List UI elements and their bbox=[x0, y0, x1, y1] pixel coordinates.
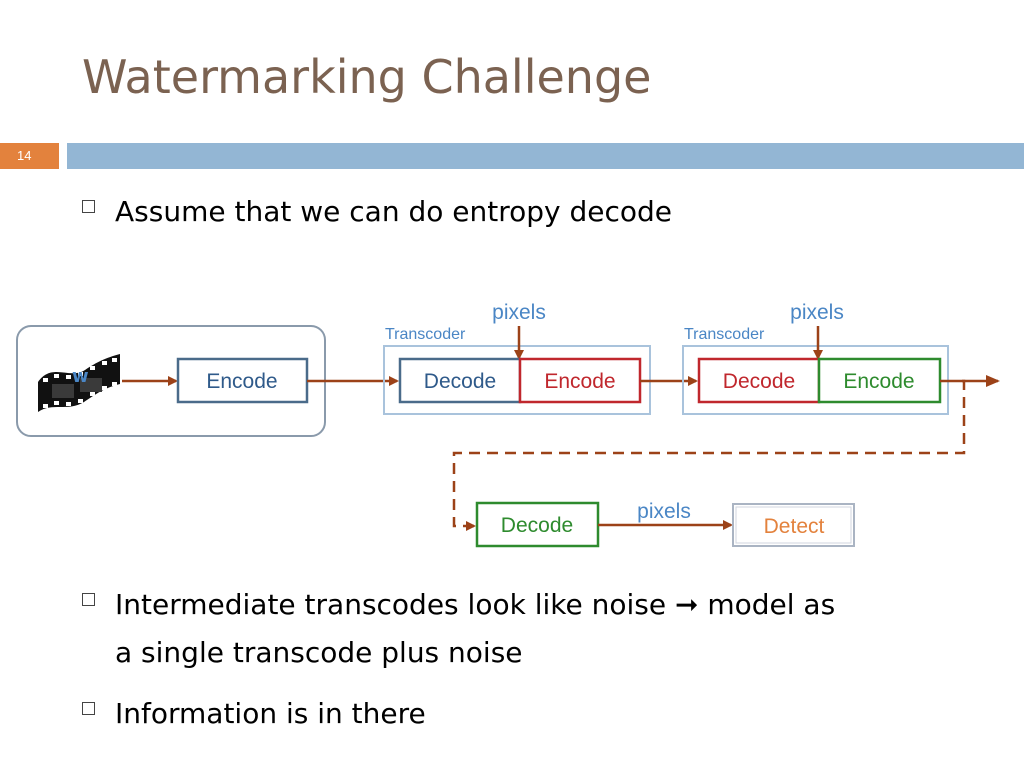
final-decode-label: Decode bbox=[501, 514, 573, 537]
transcoding-diagram: w Encode Transcoder pixels Decode Encode… bbox=[16, 301, 1000, 548]
transcoder-1-encode-label: Encode bbox=[544, 370, 615, 393]
watermark-w: w bbox=[72, 366, 89, 387]
transcoder-1-decode-label: Decode bbox=[424, 370, 496, 393]
transcoder-2-encode-block bbox=[817, 357, 942, 404]
transcoder-2-decode-label: Decode bbox=[723, 370, 795, 393]
transcoder-1-decode-block bbox=[398, 357, 522, 404]
encode-block-label: Encode bbox=[206, 370, 277, 393]
transcoder-2-label: Transcoder bbox=[684, 326, 765, 343]
bullet-marker bbox=[82, 702, 95, 715]
transcoder-2-encode-label: Encode bbox=[843, 370, 914, 393]
slide-title: Watermarking Challenge bbox=[82, 50, 652, 104]
bullet-marker bbox=[82, 200, 95, 213]
bullet-3-text: Information is in there bbox=[115, 697, 426, 730]
page-number: 14 bbox=[17, 148, 32, 163]
header-band bbox=[67, 143, 1024, 169]
dashed-path-to-final-decode bbox=[452, 379, 966, 531]
film-strip-icon bbox=[38, 354, 120, 412]
transcoder-2-decode-block bbox=[697, 357, 821, 404]
transcoder-1-label: Transcoder bbox=[385, 326, 466, 343]
encode-block bbox=[176, 357, 309, 404]
bullet-2-line-1: Intermediate transcodes look like noise … bbox=[115, 588, 836, 621]
bullet-1-text: Assume that we can do entropy decode bbox=[115, 195, 673, 228]
pixels-label-2: pixels bbox=[790, 301, 844, 324]
page-number-box bbox=[0, 143, 59, 169]
detect-block-label: Detect bbox=[764, 515, 825, 538]
bullet-2-line-2: a single transcode plus noise bbox=[115, 636, 523, 669]
detect-block bbox=[732, 503, 855, 547]
transcoder-1-encode-block bbox=[518, 357, 642, 404]
pixels-label-3: pixels bbox=[637, 500, 691, 523]
pixels-label-1: pixels bbox=[492, 301, 546, 324]
bullet-marker bbox=[82, 593, 95, 606]
